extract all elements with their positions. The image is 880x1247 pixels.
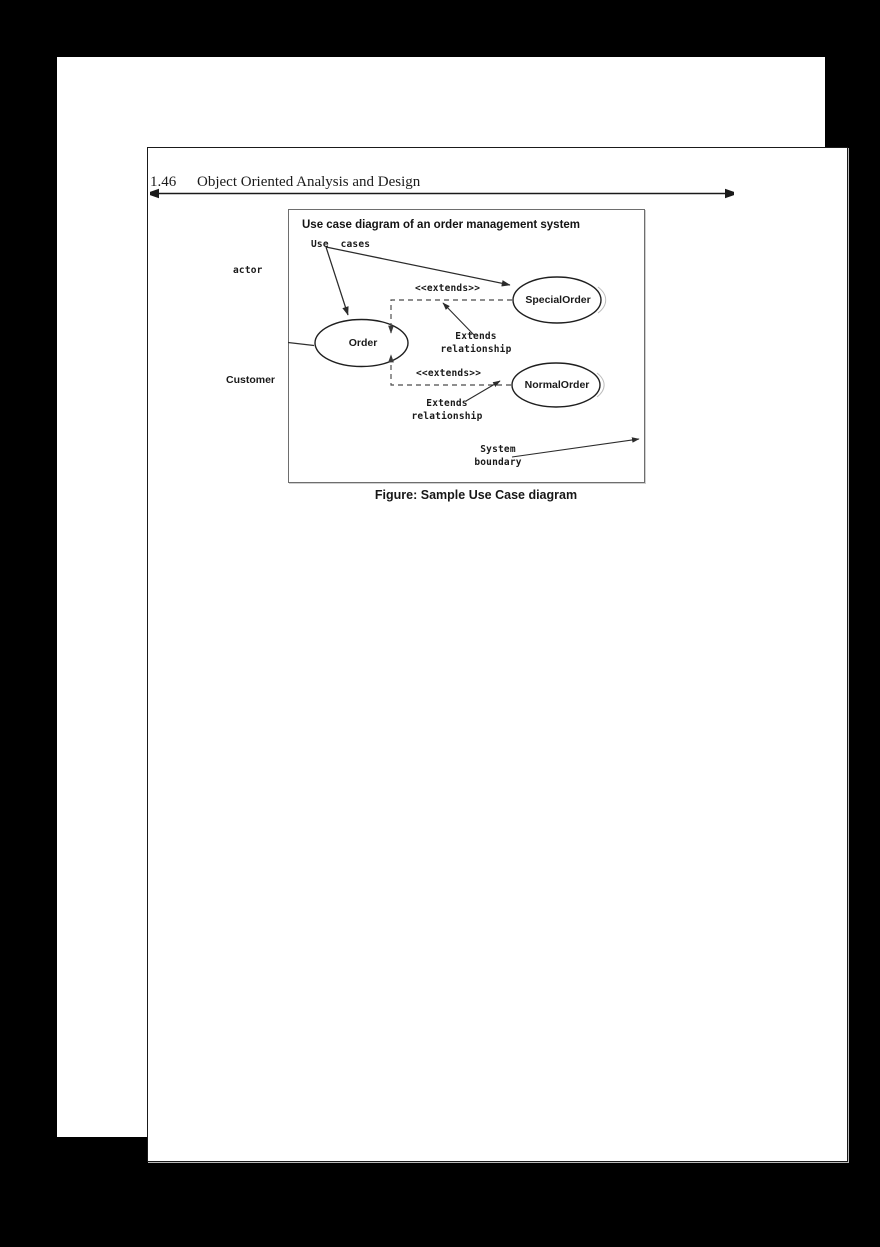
use-case-diagram-system-boundary-box: Use case diagram of an order management … <box>226 209 645 483</box>
header-double-arrow-rule <box>150 188 734 199</box>
running-header: 1.46 Object Oriented Analysis and Design <box>150 174 740 200</box>
figure-caption: Figure: Sample Use Case diagram <box>374 488 578 502</box>
header-page-number: 1.46 <box>150 174 177 190</box>
header-book-title: Object Oriented Analysis and Design <box>197 174 421 190</box>
extends-stereotype-top: <<extends>> <box>415 283 481 294</box>
extends-relationship-bottom-line2: relationship <box>411 411 483 422</box>
extends-relationship-top-line1: Extends <box>455 331 497 342</box>
extends-stereotype-bottom: <<extends>> <box>416 368 482 379</box>
use-case-order: Order <box>348 337 378 349</box>
use-cases-label: Use cases <box>311 239 371 250</box>
actor-label: actor <box>233 265 263 276</box>
use-case-normal-order: NormalOrder <box>524 379 590 391</box>
extends-relationship-top-line2: relationship <box>440 344 512 355</box>
actor-name-customer: Customer <box>226 374 276 386</box>
diagram-vector-layer <box>288 246 640 458</box>
diagram-title: Use case diagram of an order management … <box>302 219 581 231</box>
use-case-special-order: SpecialOrder <box>525 294 591 306</box>
system-boundary-line2: boundary <box>474 457 522 468</box>
figure-block: Use case diagram of an order management … <box>226 209 645 514</box>
system-boundary-line1: System <box>480 444 516 455</box>
extends-relationship-bottom-line1: Extends <box>426 398 468 409</box>
